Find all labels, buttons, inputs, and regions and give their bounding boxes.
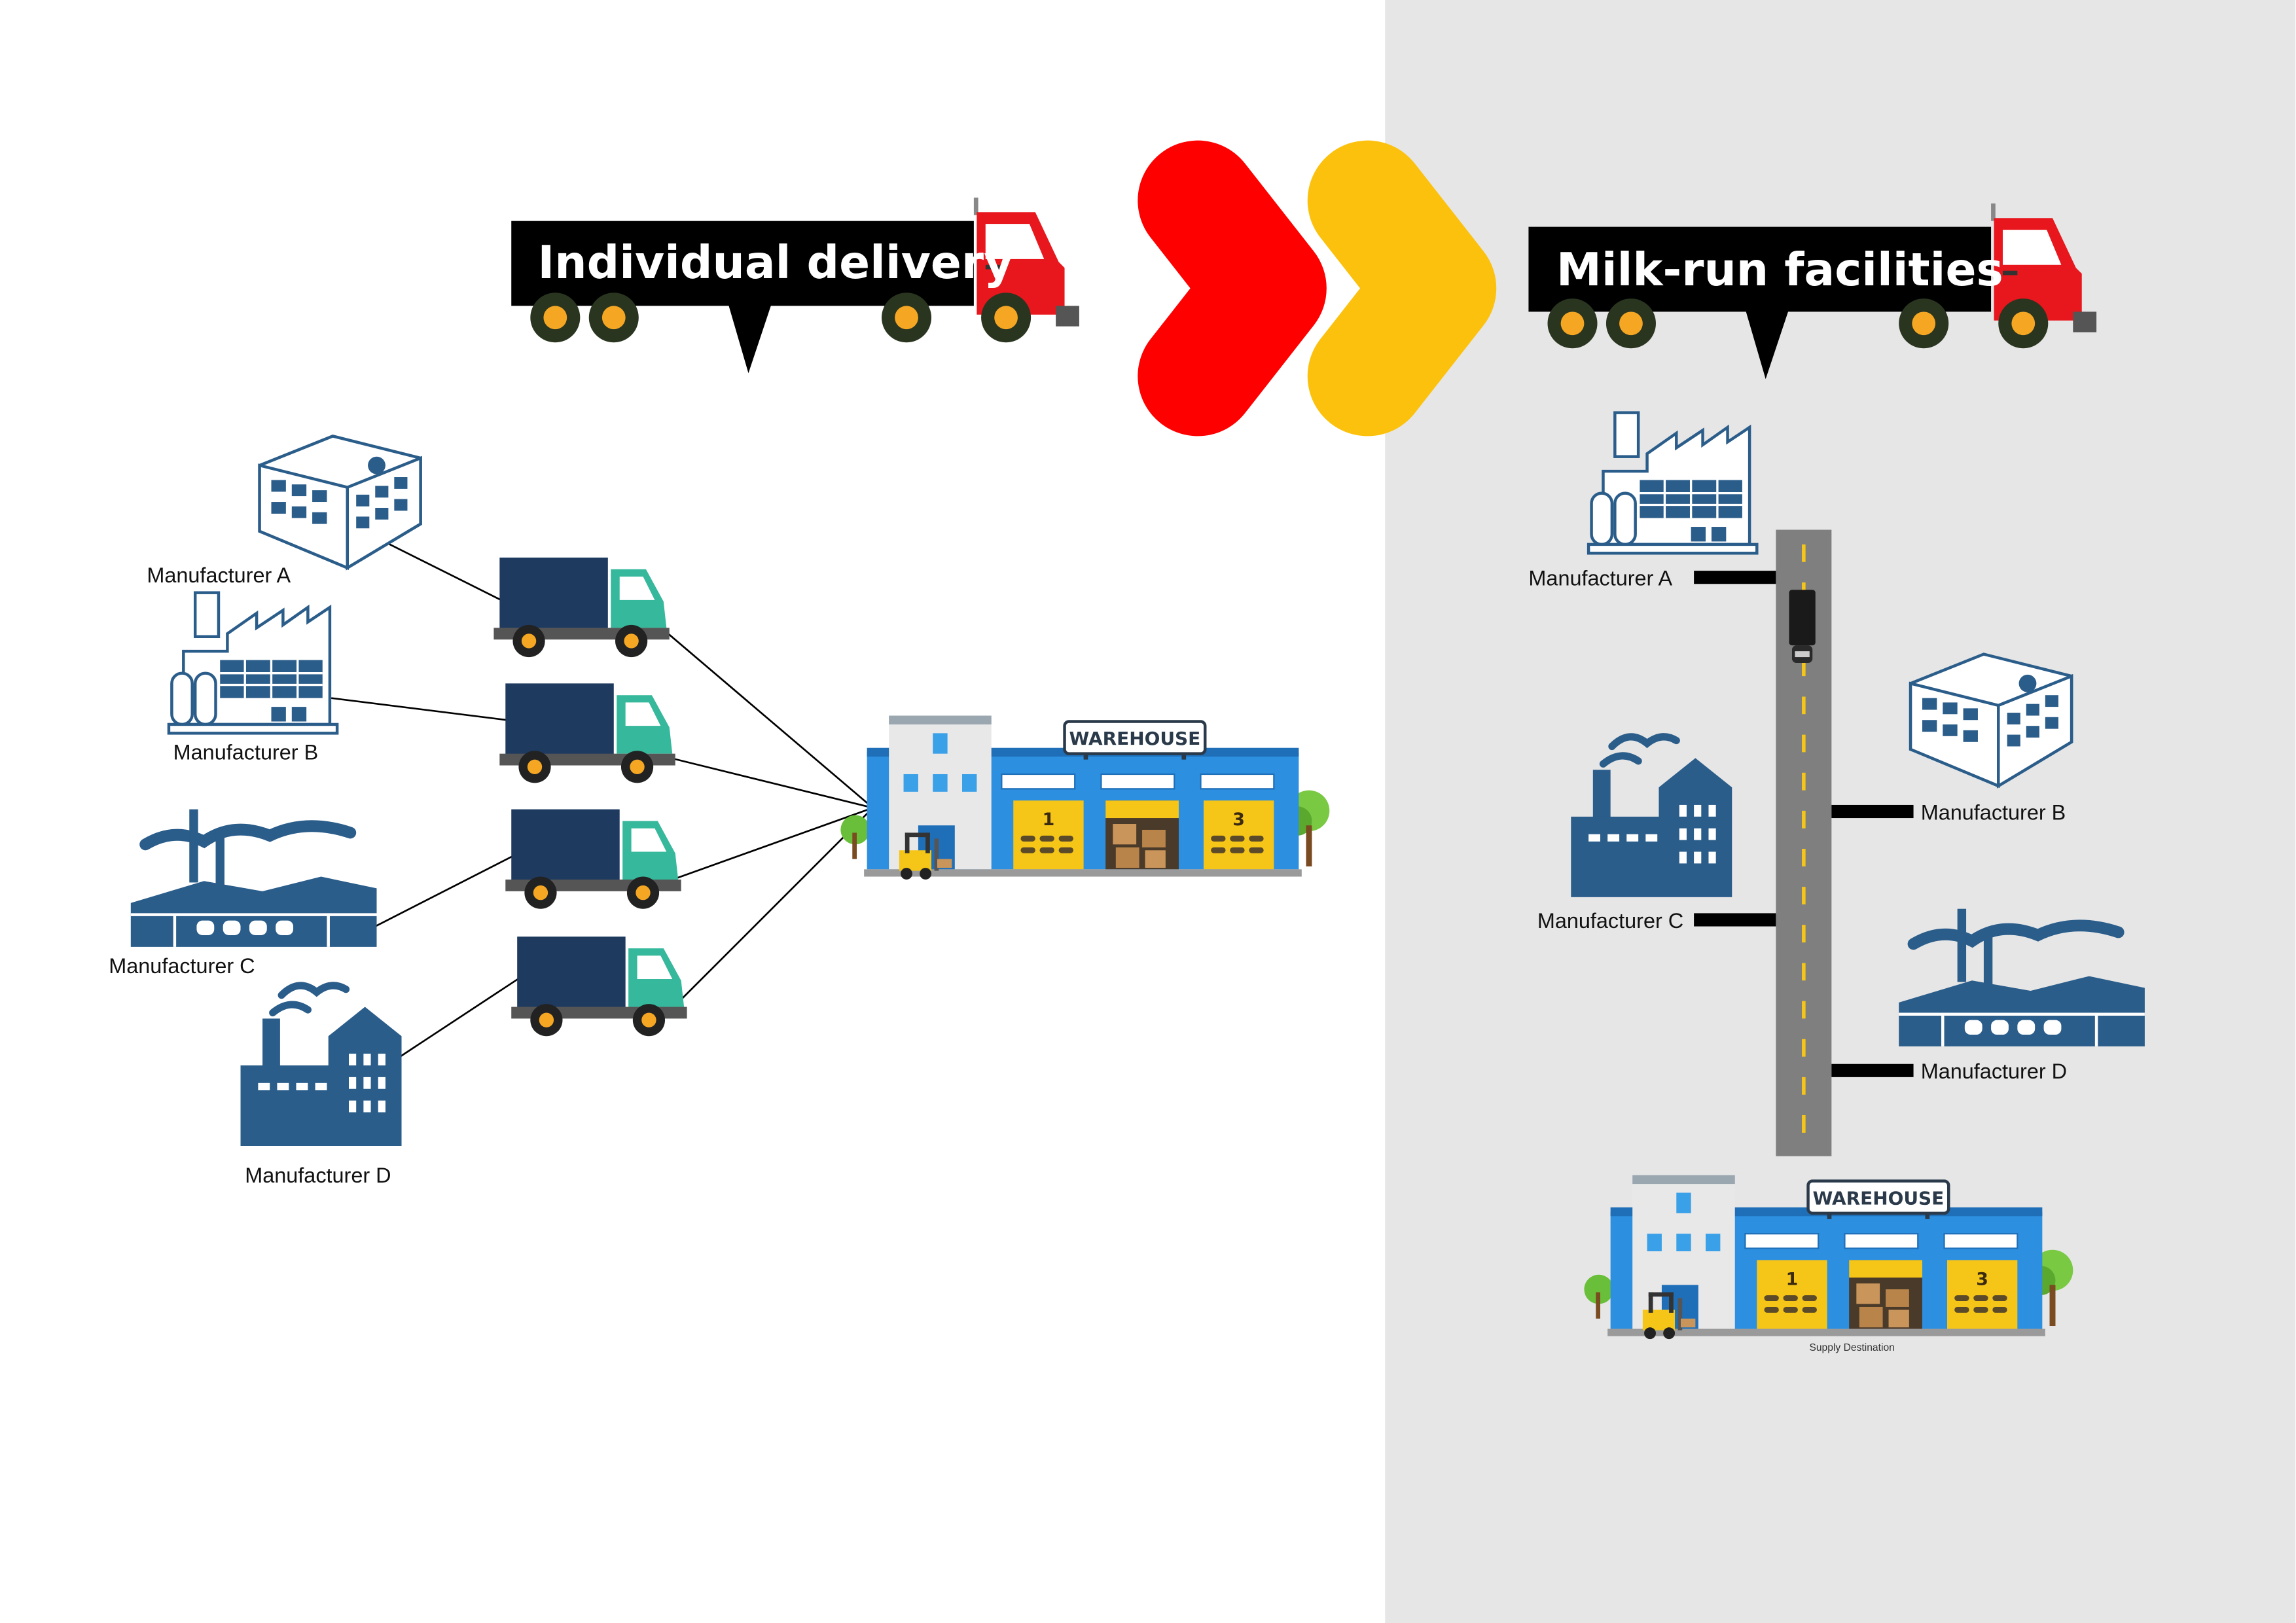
- individual-route-lines: [331, 541, 874, 1058]
- warehouse-door-number: 3: [1232, 810, 1245, 830]
- milkrun-manufacturer-a-label: Manufacturer A: [1528, 566, 1672, 590]
- truck-icon: [493, 558, 670, 658]
- factory-icon: [241, 986, 402, 1146]
- individual-manufacturer-d-label: Manufacturer D: [245, 1164, 391, 1187]
- factory-icon: [131, 810, 377, 947]
- individual-manufacturer-a-label: Manufacturer A: [147, 563, 291, 587]
- warehouse-sign: WAREHOUSE: [1812, 1187, 1944, 1209]
- truck-icon: [511, 936, 687, 1037]
- milkrun-title: Milk-run facilities: [1556, 244, 2003, 296]
- truck-icon: [1789, 590, 1816, 664]
- supply-destination-caption: Supply Destination: [1809, 1342, 1894, 1353]
- truck-icon: [499, 683, 675, 783]
- truck-icon: [505, 809, 681, 909]
- chevron-red-icon: [1138, 140, 1327, 437]
- milkrun-manufacturer-b-label: Manufacturer B: [1921, 800, 2066, 824]
- individual-manufacturer-b-label: Manufacturer B: [173, 741, 319, 764]
- individual-title: Individual delivery: [537, 237, 1013, 289]
- warehouse-door-number: 1: [1043, 810, 1055, 830]
- individual-manufacturer-c-label: Manufacturer C: [109, 954, 255, 978]
- warehouse-icon: WAREHOUSE 1 3: [840, 716, 1329, 880]
- warehouse-door-number: 1: [1786, 1269, 1799, 1289]
- warehouse-sign: WAREHOUSE: [1069, 728, 1200, 749]
- warehouse-icon: WAREHOUSE 1 3 Supply Destination: [1584, 1175, 2073, 1353]
- chevron-yellow-icon: [1307, 140, 1497, 437]
- milkrun-manufacturer-c-label: Manufacturer C: [1537, 909, 1683, 933]
- warehouse-door-number: 3: [1976, 1269, 1988, 1289]
- milkrun-manufacturer-d-label: Manufacturer D: [1921, 1060, 2067, 1083]
- factory-icon: [169, 593, 337, 734]
- milkrun-road-spurs: [1694, 571, 1914, 1077]
